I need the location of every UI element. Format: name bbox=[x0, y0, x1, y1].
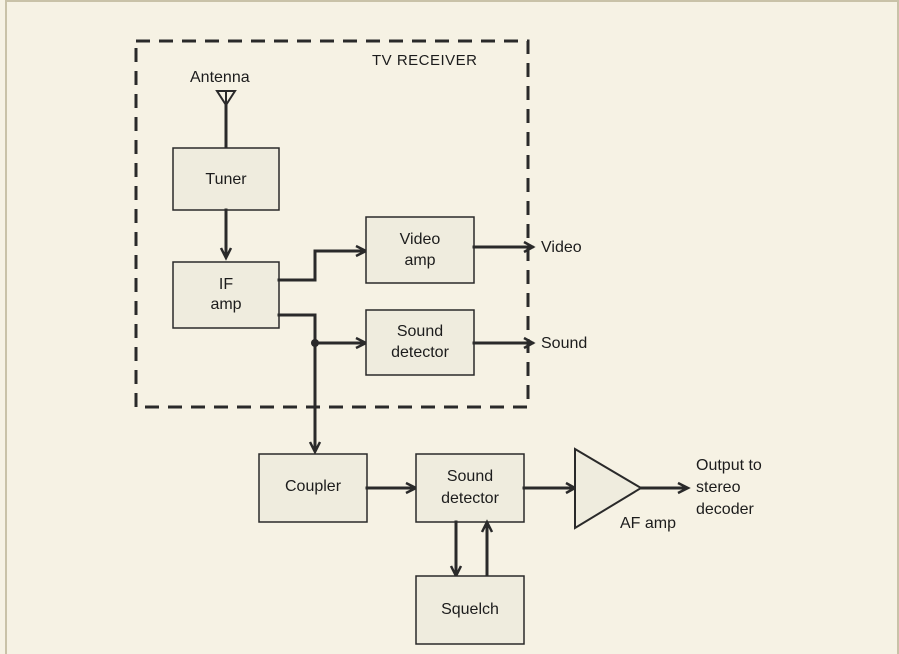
af-amp-triangle-icon bbox=[574, 447, 643, 530]
junction-to-coupler-arrowhead bbox=[308, 441, 322, 455]
squelch-to-sound-detector-arrowhead bbox=[480, 519, 494, 533]
sound-output-arrowhead bbox=[523, 336, 536, 350]
tv-receiver-title: TV RECEIVER bbox=[372, 52, 478, 69]
stereo-output-label: Output to stereo decoder bbox=[696, 457, 762, 518]
if-amp-block: IF amp bbox=[172, 261, 280, 329]
sound-output-label: Sound bbox=[541, 335, 587, 352]
svg-text:Coupler: Coupler bbox=[285, 478, 342, 495]
svg-text:Sound: Sound bbox=[447, 468, 493, 485]
squelch-block: Squelch bbox=[415, 575, 525, 645]
svg-text:detector: detector bbox=[391, 344, 449, 361]
svg-text:Output to: Output to bbox=[696, 457, 762, 474]
svg-text:amp: amp bbox=[210, 296, 241, 313]
af-amp-output-arrowhead bbox=[677, 481, 691, 495]
svg-text:Video: Video bbox=[400, 231, 441, 248]
tuner-block: Tuner bbox=[172, 147, 280, 211]
sound-detector-block: Sound detector bbox=[415, 453, 525, 523]
tv-sound-detector-block: Sound detector bbox=[365, 309, 475, 376]
video-output-arrowhead bbox=[523, 240, 536, 254]
tv-receiver-enclosure bbox=[134, 39, 530, 409]
svg-text:decoder: decoder bbox=[696, 501, 754, 518]
af-amp-label: AF amp bbox=[620, 515, 676, 532]
svg-text:Squelch: Squelch bbox=[441, 601, 499, 618]
svg-text:amp: amp bbox=[404, 252, 435, 269]
if-to-video-amp-wire bbox=[277, 249, 368, 282]
svg-text:stereo: stereo bbox=[696, 479, 741, 496]
tuner-to-if-arrowhead bbox=[219, 247, 233, 261]
svg-text:detector: detector bbox=[441, 490, 499, 507]
figure-border bbox=[5, 0, 899, 654]
coupler-block: Coupler bbox=[258, 453, 368, 523]
video-amp-block: Video amp bbox=[365, 216, 475, 284]
antenna-label: Antenna bbox=[190, 69, 250, 86]
if-to-sound-detector-wire bbox=[277, 313, 368, 345]
antenna-icon bbox=[215, 90, 237, 107]
svg-text:IF: IF bbox=[219, 276, 233, 293]
svg-text:Sound: Sound bbox=[397, 323, 443, 340]
video-output-label: Video bbox=[541, 239, 582, 256]
svg-text:Tuner: Tuner bbox=[205, 171, 247, 188]
